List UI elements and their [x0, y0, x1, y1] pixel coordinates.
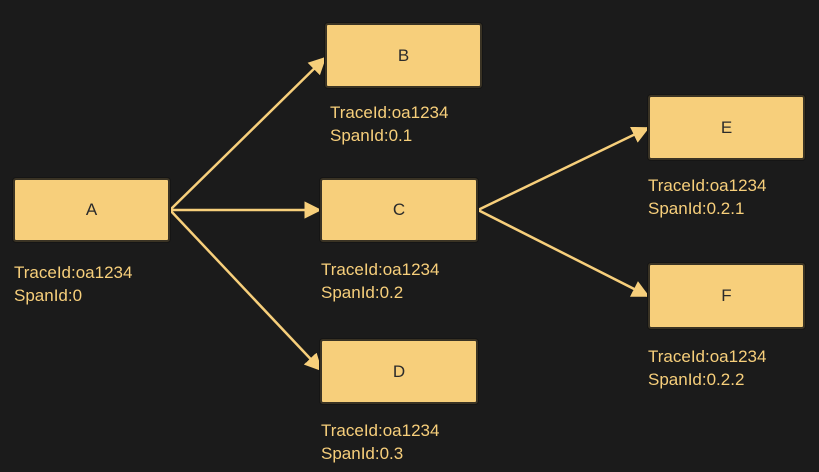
edge-a-b	[169, 56, 327, 211]
node-d: D	[320, 339, 478, 404]
edge-a-d	[169, 209, 323, 372]
node-b: B	[325, 23, 482, 88]
node-a: A	[13, 178, 170, 242]
node-c-span-id: SpanId:0.2	[321, 283, 404, 302]
node-a-span-id: SpanId:0	[14, 286, 83, 305]
edge-c-e	[477, 126, 650, 212]
node-f-trace-id: TraceId:oa1234	[648, 347, 767, 366]
node-f: F	[648, 263, 805, 329]
node-c-caption: TraceId:oa1234 SpanId:0.2	[321, 258, 439, 304]
node-b-label: B	[397, 45, 410, 65]
node-b-trace-id: TraceId:oa1234	[330, 103, 449, 122]
node-a-caption: TraceId:oa1234 SpanId:0	[14, 261, 132, 307]
node-d-label: D	[392, 361, 406, 381]
node-f-span-id: SpanId:0.2.2	[648, 370, 745, 389]
node-c-trace-id: TraceId:oa1234	[321, 260, 440, 279]
node-a-label: A	[85, 200, 98, 219]
node-c-label: C	[392, 200, 406, 219]
node-e: E	[648, 95, 805, 160]
node-e-trace-id: TraceId:oa1234	[648, 176, 767, 195]
node-d-trace-id: TraceId:oa1234	[321, 421, 440, 440]
edge-c-f	[477, 208, 650, 298]
node-e-span-id: SpanId:0.2.1	[648, 199, 745, 218]
node-b-caption: TraceId:oa1234 SpanId:0.1	[330, 101, 448, 147]
node-a-trace-id: TraceId:oa1234	[14, 263, 133, 282]
node-d-span-id: SpanId:0.3	[321, 444, 404, 463]
node-c: C	[320, 178, 478, 242]
node-f-caption: TraceId:oa1234 SpanId:0.2.2	[648, 345, 766, 391]
node-e-caption: TraceId:oa1234 SpanId:0.2.1	[648, 174, 766, 220]
node-e-label: E	[720, 117, 733, 137]
node-d-caption: TraceId:oa1234 SpanId:0.3	[321, 419, 439, 465]
node-b-span-id: SpanId:0.1	[330, 126, 413, 145]
node-f-label: F	[721, 286, 732, 305]
